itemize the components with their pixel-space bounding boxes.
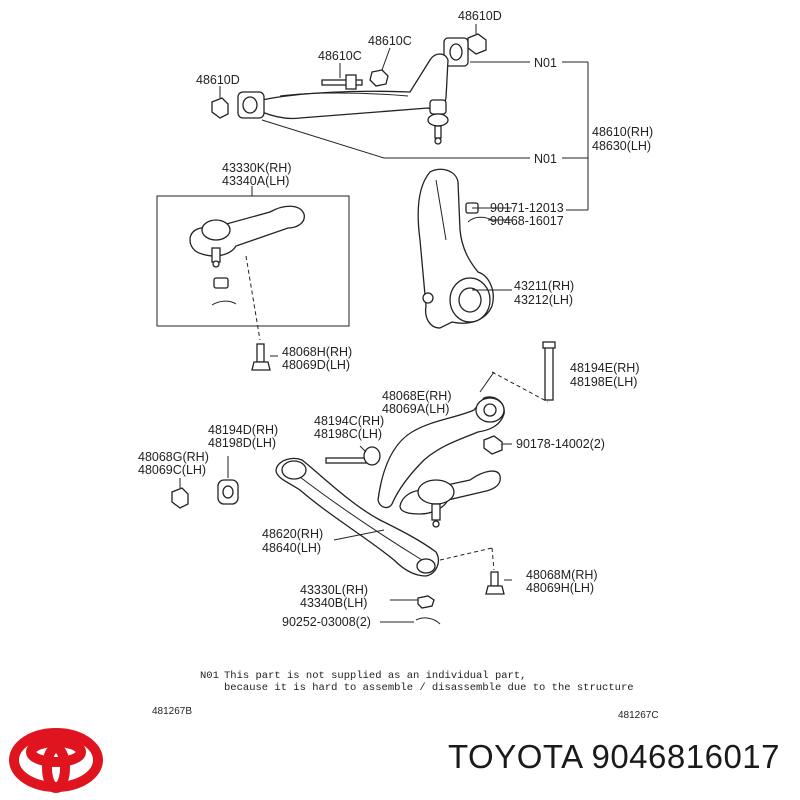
footnote: N01 This part is not supplied as an indi… [200, 670, 634, 694]
cotter-pin-lower [415, 617, 441, 625]
label-n01-lower: N01 [534, 152, 557, 166]
steering-knuckle-group [417, 168, 512, 329]
cotter-pin-upper [467, 216, 493, 223]
part-number-labels: 48610D 48610C 48610C 48610D N01 N01 4861… [138, 9, 653, 629]
label-48068e-rh: 48068E(RH) [382, 389, 451, 403]
bolt-48194e [542, 341, 556, 401]
bolt-48194c [325, 446, 381, 466]
label-48610c: 48610C [318, 49, 362, 63]
upper-arm-bolt [321, 69, 389, 90]
bolt-48068h [245, 255, 278, 371]
diagram-code-left: 481267B [152, 706, 192, 717]
boxed-ball-joint-group [156, 186, 350, 327]
ball-joint-box [156, 195, 350, 327]
label-43211-rh: 43211(RH) [514, 279, 574, 293]
label-43330k-rh: 43330K(RH) [222, 161, 291, 175]
nut-90178 [483, 435, 503, 455]
label-48069h-lh: 48069H(LH) [526, 581, 594, 595]
label-48069d-lh: 48069D(LH) [282, 358, 350, 372]
nut-48068g [171, 487, 189, 509]
bushing-left [237, 91, 265, 119]
label-43340b-lh: 43340B(LH) [300, 596, 367, 610]
label-n01-upper: N01 [534, 56, 557, 70]
strut-arm-body [377, 396, 505, 509]
label-48610d-top: 48610D [458, 9, 502, 23]
nut-top-right [467, 33, 487, 55]
label-48630-lh: 48630(LH) [592, 139, 651, 153]
castle-nut-lower [417, 595, 435, 609]
label-48194c-rh: 48194C(RH) [314, 414, 384, 428]
label-43212-lh: 43212(LH) [514, 293, 573, 307]
label-48610-rh: 48610(RH) [592, 125, 653, 139]
note-line-1: This part is not supplied as an individu… [224, 670, 526, 682]
label-90252: 90252-03008(2) [282, 615, 371, 629]
label-43340a-lh: 43340A(LH) [222, 174, 289, 188]
lower-arms-group [171, 341, 556, 625]
label-90178: 90178-14002(2) [516, 437, 605, 451]
note-prefix: N01 [200, 670, 219, 682]
upper-control-arm-group [211, 24, 589, 211]
bolt-48068m [485, 571, 505, 595]
label-48194e-rh: 48194E(RH) [570, 361, 639, 375]
main-lower-arm-body [275, 457, 440, 577]
cotter-pin-box [211, 300, 237, 306]
label-48610d-left: 48610D [196, 73, 240, 87]
castle-nut-box [213, 277, 229, 289]
brand-part-number: TOYOTA 9046816017 [448, 738, 781, 775]
label-48069a-lh: 48069A(LH) [382, 402, 449, 416]
label-90468: 90468-16017 [490, 214, 564, 228]
label-43330l-rh: 43330L(RH) [300, 583, 368, 597]
label-48069c-lh: 48069C(LH) [138, 463, 206, 477]
label-48198d-lh: 48198D(LH) [208, 436, 276, 450]
note-line-2: because it is hard to assemble / disasse… [224, 682, 634, 694]
label-48620-rh: 48620(RH) [262, 527, 323, 541]
nut-left [211, 97, 229, 119]
toyota-logo-icon [9, 728, 103, 793]
diagram-code-right: 481267C [618, 710, 659, 721]
label-48068g-rh: 48068G(RH) [138, 450, 209, 464]
label-48610c-b: 48610C [368, 34, 412, 48]
label-48640-lh: 48640(LH) [262, 541, 321, 555]
label-48198c-lh: 48198C(LH) [314, 427, 382, 441]
label-48068m-rh: 48068M(RH) [526, 568, 598, 582]
label-48068h-rh: 48068H(RH) [282, 345, 352, 359]
label-48194d-rh: 48194D(RH) [208, 423, 278, 437]
label-90171: 90171-12013 [490, 201, 564, 215]
bushing-top-right [443, 37, 469, 67]
label-48198e-lh: 48198E(LH) [570, 375, 637, 389]
upper-ball-joint [427, 99, 449, 145]
upper-arm-body [261, 53, 449, 120]
bushing-48194d [217, 479, 239, 505]
